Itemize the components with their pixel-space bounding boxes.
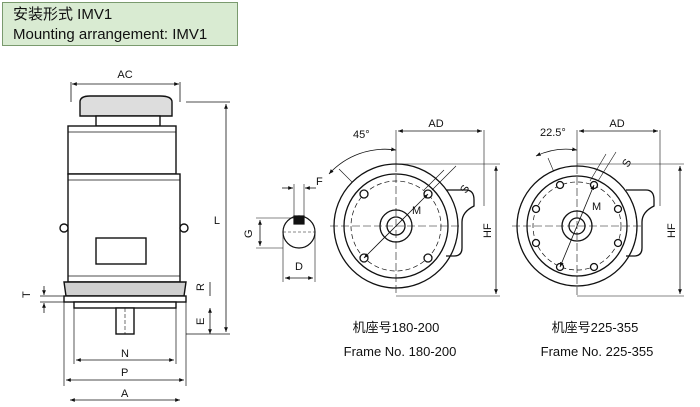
dim-s-label-225: S <box>620 157 634 169</box>
dim-n-label: N <box>121 348 129 360</box>
dim-ad-label-225: AD <box>609 118 624 130</box>
dim-f-label: F <box>316 176 323 188</box>
caption-cn-225: 机座号225-355 <box>552 320 639 335</box>
title-chinese: 安装形式 IMV1 <box>13 6 113 23</box>
dim-g-label: G <box>243 229 255 238</box>
dim-r-label: R <box>195 283 207 291</box>
caption-en-180: Frame No. 180-200 <box>344 344 457 359</box>
dim-hf-label-225: HF <box>666 223 678 238</box>
dim-m-label-225: M <box>592 201 601 213</box>
angle-45-label: 45° <box>353 129 370 141</box>
dim-l-label: L <box>214 215 220 227</box>
caption-cn-180: 机座号180-200 <box>353 320 440 335</box>
dim-ad-label-180: AD <box>428 118 443 130</box>
dim-p-label: P <box>121 367 128 379</box>
dim-t-label: T <box>21 291 33 298</box>
angle-22-5-label: 22.5° <box>540 127 566 139</box>
dim-hf-label-180: HF <box>482 223 494 238</box>
dim-m-label-180: M <box>412 205 421 217</box>
dim-s-label-180: S <box>458 183 472 195</box>
dim-e-label: E <box>195 318 207 325</box>
flange-view-180 <box>328 129 500 297</box>
title-box: 安装形式 IMV1 Mounting arrangement: IMV1 <box>2 2 238 46</box>
flange-view-225 <box>512 129 684 297</box>
side-view <box>40 82 230 402</box>
shaft-section <box>256 184 316 282</box>
title-english: Mounting arrangement: IMV1 <box>13 26 208 43</box>
dim-d-label: D <box>295 261 303 273</box>
dim-a-label: A <box>121 388 129 400</box>
caption-en-225: Frame No. 225-355 <box>541 344 654 359</box>
dim-ac-label: AC <box>117 69 132 81</box>
